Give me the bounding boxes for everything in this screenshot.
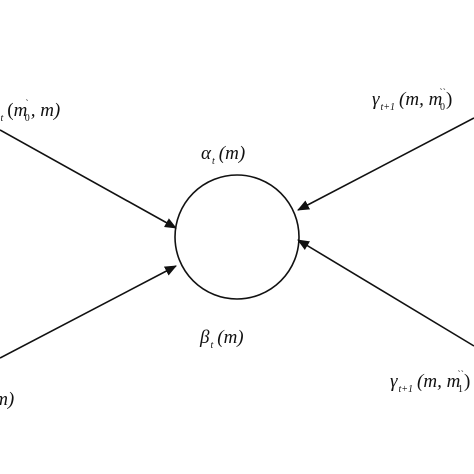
beta-label: βt(m) bbox=[199, 327, 244, 351]
arrow-bottom-right bbox=[297, 239, 474, 347]
arrow-top-right bbox=[297, 117, 474, 211]
arrow-bottom-left bbox=[0, 265, 177, 359]
state-node-circle bbox=[174, 174, 300, 300]
gamma-top-left-label: γt(m`0, m) bbox=[0, 99, 60, 124]
alpha-label: αt(m) bbox=[201, 143, 245, 167]
gamma-bottom-left-label: γt(m`1, m) bbox=[0, 388, 14, 413]
arrow-top-left bbox=[0, 129, 177, 229]
gamma-top-right-label: γt+1(m, m``0) bbox=[372, 88, 452, 113]
gamma-bottom-right-label: γt+1(m, m``1) bbox=[390, 370, 470, 395]
